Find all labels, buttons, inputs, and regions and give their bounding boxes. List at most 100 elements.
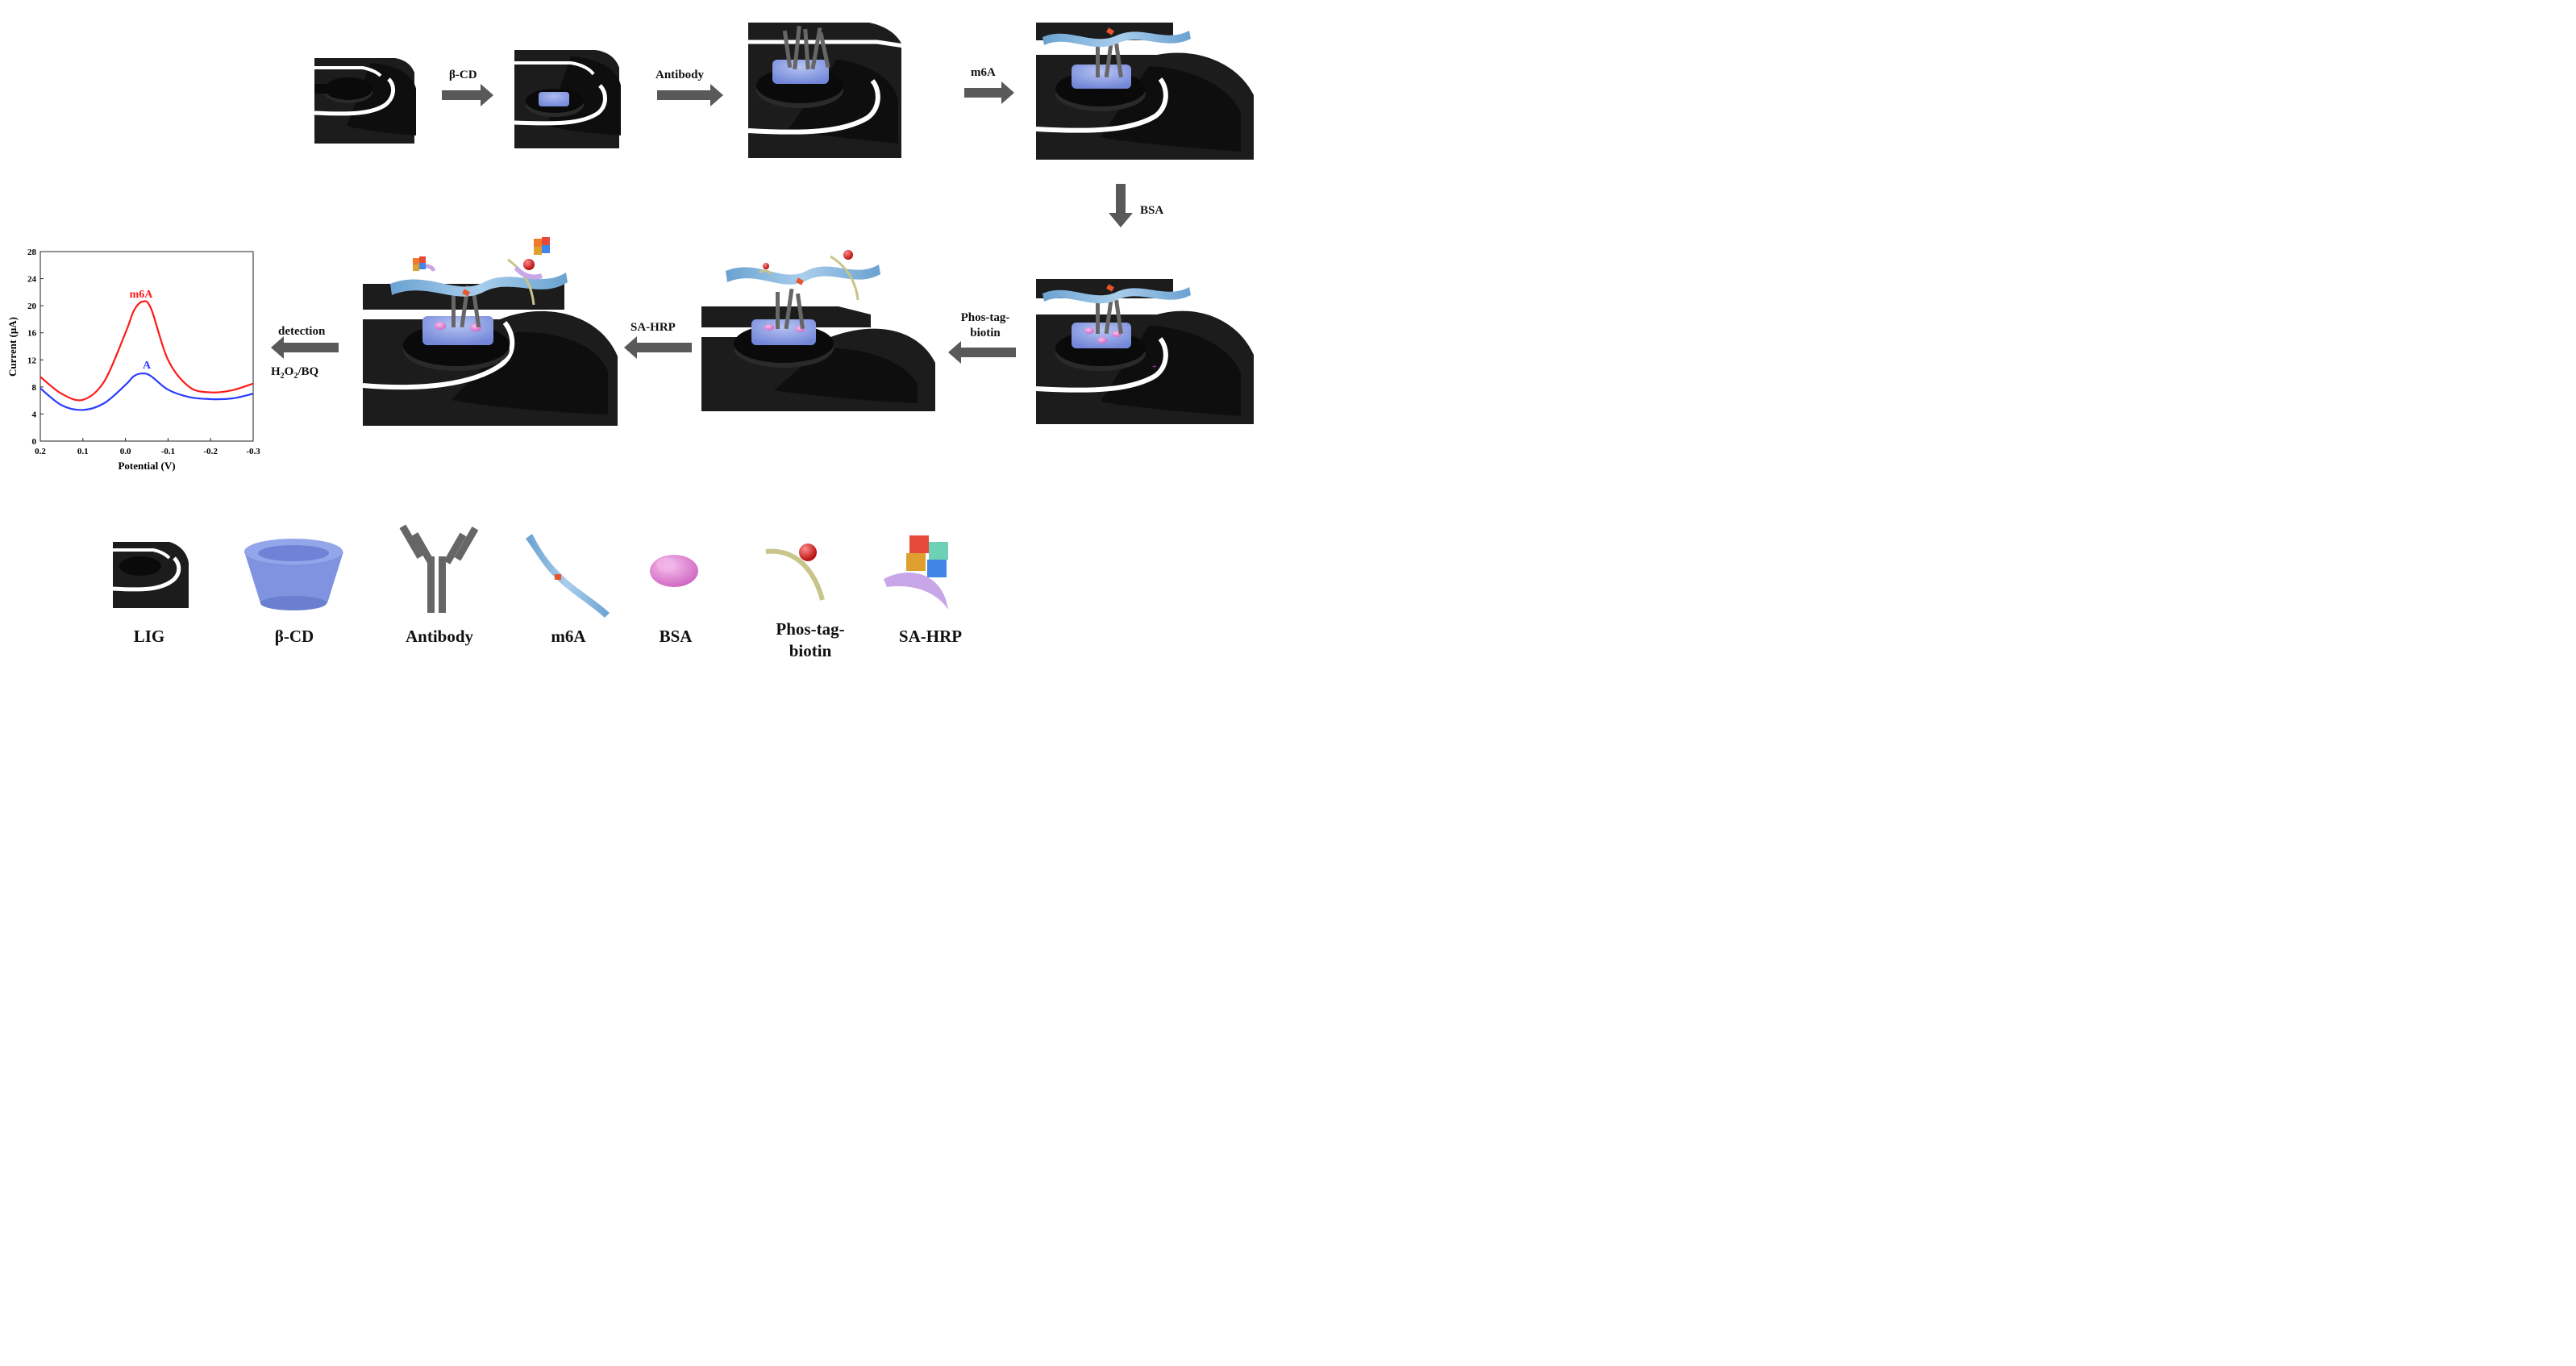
arrow-bsa	[1109, 184, 1133, 227]
legend-phos-tag-biotin-icon	[765, 543, 825, 601]
y-axis-label: Current (μA)	[6, 317, 19, 377]
y-tick-label: 20	[27, 302, 37, 311]
x-tick-label: -0.1	[161, 447, 175, 456]
svg-text:+: +	[1152, 363, 1157, 372]
y-tick-label: 4	[32, 410, 37, 419]
antibody-cluster	[782, 25, 830, 70]
m6a-site	[1106, 284, 1114, 292]
antibody-cluster	[1096, 294, 1123, 335]
beta-cd-cluster	[772, 60, 829, 84]
legend-bsa-icon	[650, 555, 698, 587]
phos-tag-arc	[830, 255, 859, 301]
sa-arc	[514, 266, 543, 280]
m6a-site	[462, 289, 470, 297]
x-tick-label: 0.1	[77, 447, 89, 456]
step-label-m6a: m6A	[971, 66, 996, 79]
bsa-protein	[1084, 327, 1094, 334]
electrode-step-m6a	[1035, 23, 1254, 160]
step-label-phos-tag-line2: biotin	[970, 327, 1001, 339]
legend-label-m6a: m6A	[551, 627, 586, 646]
legend-label-phos-tag-line1: Phos-tag-	[776, 619, 845, 639]
step-label-sa-hrp: SA-HRP	[630, 321, 676, 334]
series-label-a: A	[143, 360, 152, 372]
legend-sa-hrp-icon	[884, 535, 948, 610]
y-tick-label: 12	[27, 356, 37, 365]
m6a-rna-strand	[1042, 31, 1191, 48]
step-label-antibody: Antibody	[655, 69, 705, 81]
x-tick-label: 0.0	[120, 447, 131, 456]
antibody-cluster	[776, 288, 805, 330]
legend-label-lig: LIG	[133, 627, 165, 646]
step-label-beta-cd: β-CD	[449, 69, 477, 81]
x-tick-label: -0.2	[203, 447, 218, 456]
legend-lig-icon	[112, 542, 189, 608]
h2o2-h: H	[271, 365, 281, 378]
m6a-site	[1106, 27, 1114, 35]
bsa-protein	[1097, 337, 1107, 344]
h2o2-bq-tail: /BQ	[298, 365, 319, 378]
beta-cd-cluster	[422, 316, 493, 345]
step-label-bsa: BSA	[1140, 204, 1164, 217]
legend-label-bsa: BSA	[659, 627, 693, 646]
beta-cd-cluster	[539, 92, 569, 106]
legend-beta-cd-icon	[244, 539, 343, 610]
y-tick-label: 16	[27, 329, 37, 339]
x-tick-label: -0.3	[246, 447, 260, 456]
bsa-protein	[435, 322, 446, 330]
y-tick-label: 24	[27, 275, 37, 285]
series-group	[40, 300, 254, 411]
m6a-rna-strand	[390, 273, 568, 297]
h2o2-sub-2: 2	[293, 372, 298, 381]
electrode-step-bsa: +	[1035, 279, 1254, 424]
series-line-a	[40, 372, 254, 411]
beta-cd-cluster	[751, 319, 816, 345]
beta-cd-cluster	[1072, 323, 1131, 348]
series-line-m6a	[40, 300, 254, 402]
x-axis-label: Potential (V)	[118, 460, 175, 472]
beta-cd-cluster	[1072, 65, 1131, 89]
arrow-sa-hrp	[624, 336, 692, 359]
diagram-canvas: +	[6, 23, 1254, 618]
h2o2-sub-1: 2	[280, 372, 285, 381]
electrode-step-beta-cd	[514, 50, 621, 148]
legend-label-phos-tag-biotin: Phos-tag- biotin	[766, 618, 855, 662]
m6a-rna-strand	[1042, 287, 1191, 304]
m6a-site	[796, 277, 804, 285]
biotin-ball	[523, 259, 535, 270]
arrow-detection	[271, 336, 339, 359]
legend-label-sa-hrp: SA-HRP	[898, 627, 963, 646]
electrode-step-bare	[314, 58, 416, 144]
hrp-cluster	[534, 237, 550, 255]
hrp-cluster	[413, 256, 426, 271]
arrow-beta-cd	[442, 84, 493, 106]
electrode-step-antibody	[747, 23, 910, 158]
legend-antibody-icon	[399, 524, 479, 613]
series-label-m6a: m6A	[130, 289, 154, 301]
legend-m6a-icon	[526, 534, 610, 618]
legend-label-phos-tag-line2: biotin	[789, 641, 832, 660]
h2o2-o: O	[284, 365, 294, 378]
diagram-page: +	[0, 0, 1264, 670]
phos-tag-arc	[759, 269, 772, 275]
phos-tag-arc	[507, 258, 535, 306]
y-tick-label: 28	[27, 248, 37, 257]
legend-label-antibody: Antibody	[405, 627, 474, 646]
step-label-detection: detection	[278, 325, 326, 338]
step-label-phos-tag-biotin: Phos-tag- biotin	[953, 310, 1017, 341]
x-tick-label: 0.2	[35, 447, 46, 456]
step-label-h2o2-bq: H2O2/BQ	[271, 365, 318, 381]
step-label-phos-tag-line1: Phos-tag-	[960, 311, 1010, 324]
y-tick-label: 0	[32, 437, 37, 447]
chart-frame	[40, 251, 254, 442]
bsa-protein	[764, 324, 774, 331]
x-tick-group: 0.2 0.1 0.0 -0.1 -0.2 -0.3	[35, 438, 260, 456]
legend-label-beta-cd: β-CD	[274, 627, 314, 646]
arrow-phos-tag-biotin	[948, 341, 1016, 364]
m6a-rna-strand	[726, 264, 880, 285]
biotin-ball	[763, 263, 769, 269]
antibody-cluster	[1096, 38, 1123, 78]
biotin-ball	[843, 250, 853, 260]
arrow-m6a	[964, 81, 1014, 104]
